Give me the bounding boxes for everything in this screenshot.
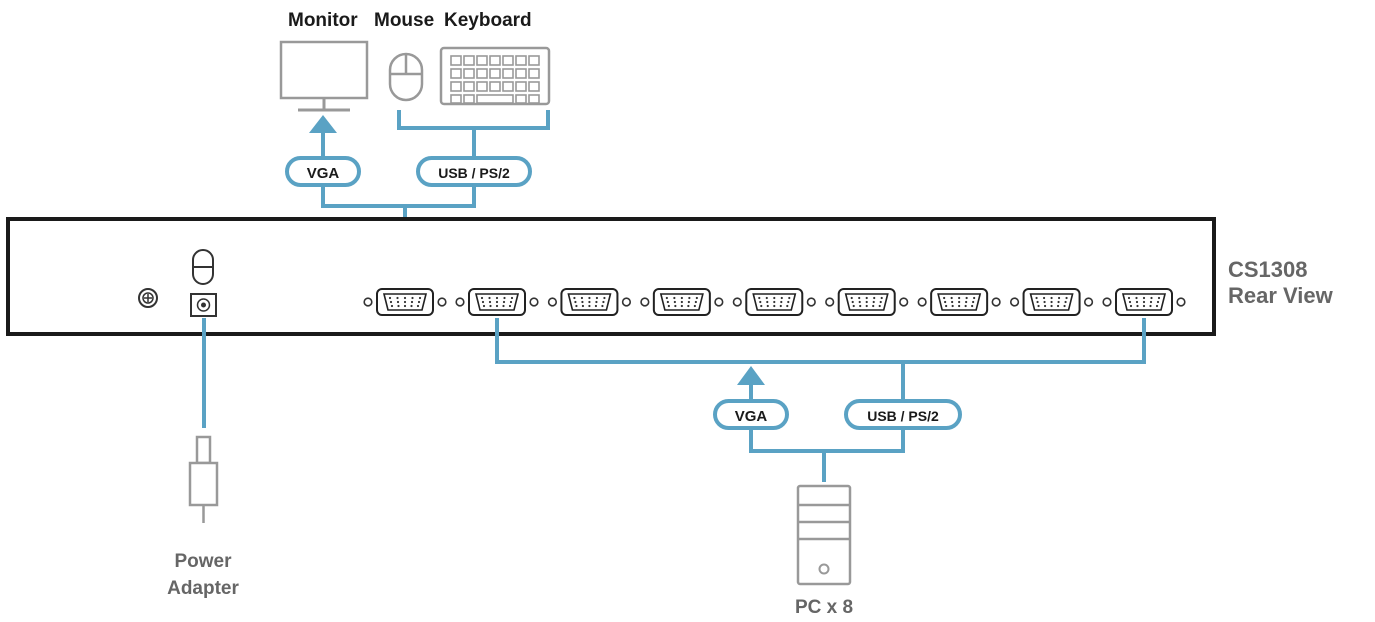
top-vga-label: VGA (307, 165, 340, 182)
pc-label: PC x 8 (795, 597, 853, 618)
bottom-vga-connector: VGA (713, 399, 789, 430)
power-switch-icon (192, 249, 214, 285)
bottom-usb-label: USB / PS/2 (867, 408, 939, 424)
keyboard-icon (439, 46, 551, 106)
vga-out-arrow-icon (309, 115, 337, 133)
pc-vga-port-icon (732, 288, 816, 316)
power-adapter-icon (188, 435, 219, 523)
pc-vga-port-icon (455, 288, 539, 316)
top-usb-label: USB / PS/2 (438, 165, 510, 181)
monitor-icon (279, 40, 369, 112)
bottom-usb-connector: USB / PS/2 (844, 399, 962, 430)
keyboard-label: Keyboard (444, 10, 532, 31)
console-vga-port-icon (363, 288, 447, 316)
top-usb-connector: USB / PS/2 (416, 156, 532, 187)
kvm-chassis (6, 217, 1216, 336)
pc-tower-icon (796, 484, 852, 586)
vga-in-arrow-icon (737, 366, 765, 385)
bottom-cables (495, 318, 1146, 482)
mouse-icon (388, 52, 424, 102)
monitor-label: Monitor (288, 10, 358, 31)
mouse-label: Mouse (374, 10, 434, 31)
pc-vga-port-icon (1009, 288, 1094, 316)
top-vga-connector: VGA (285, 156, 361, 187)
pc-vga-port-icon (825, 288, 909, 316)
power-label-line1: Power (174, 551, 232, 572)
bottom-vga-label: VGA (735, 408, 768, 425)
view-label: Rear View (1228, 283, 1334, 308)
pc-vga-port-icon (547, 288, 632, 316)
model-label: CS1308 (1228, 257, 1308, 282)
power-label-line2: Adapter (167, 578, 239, 599)
pc-vga-port-icon (640, 288, 724, 316)
ground-screw-icon (138, 288, 158, 308)
pc-vga-port-icon (917, 288, 1001, 316)
pc-vga-port-icon (1102, 288, 1186, 316)
power-jack-icon (190, 293, 217, 317)
